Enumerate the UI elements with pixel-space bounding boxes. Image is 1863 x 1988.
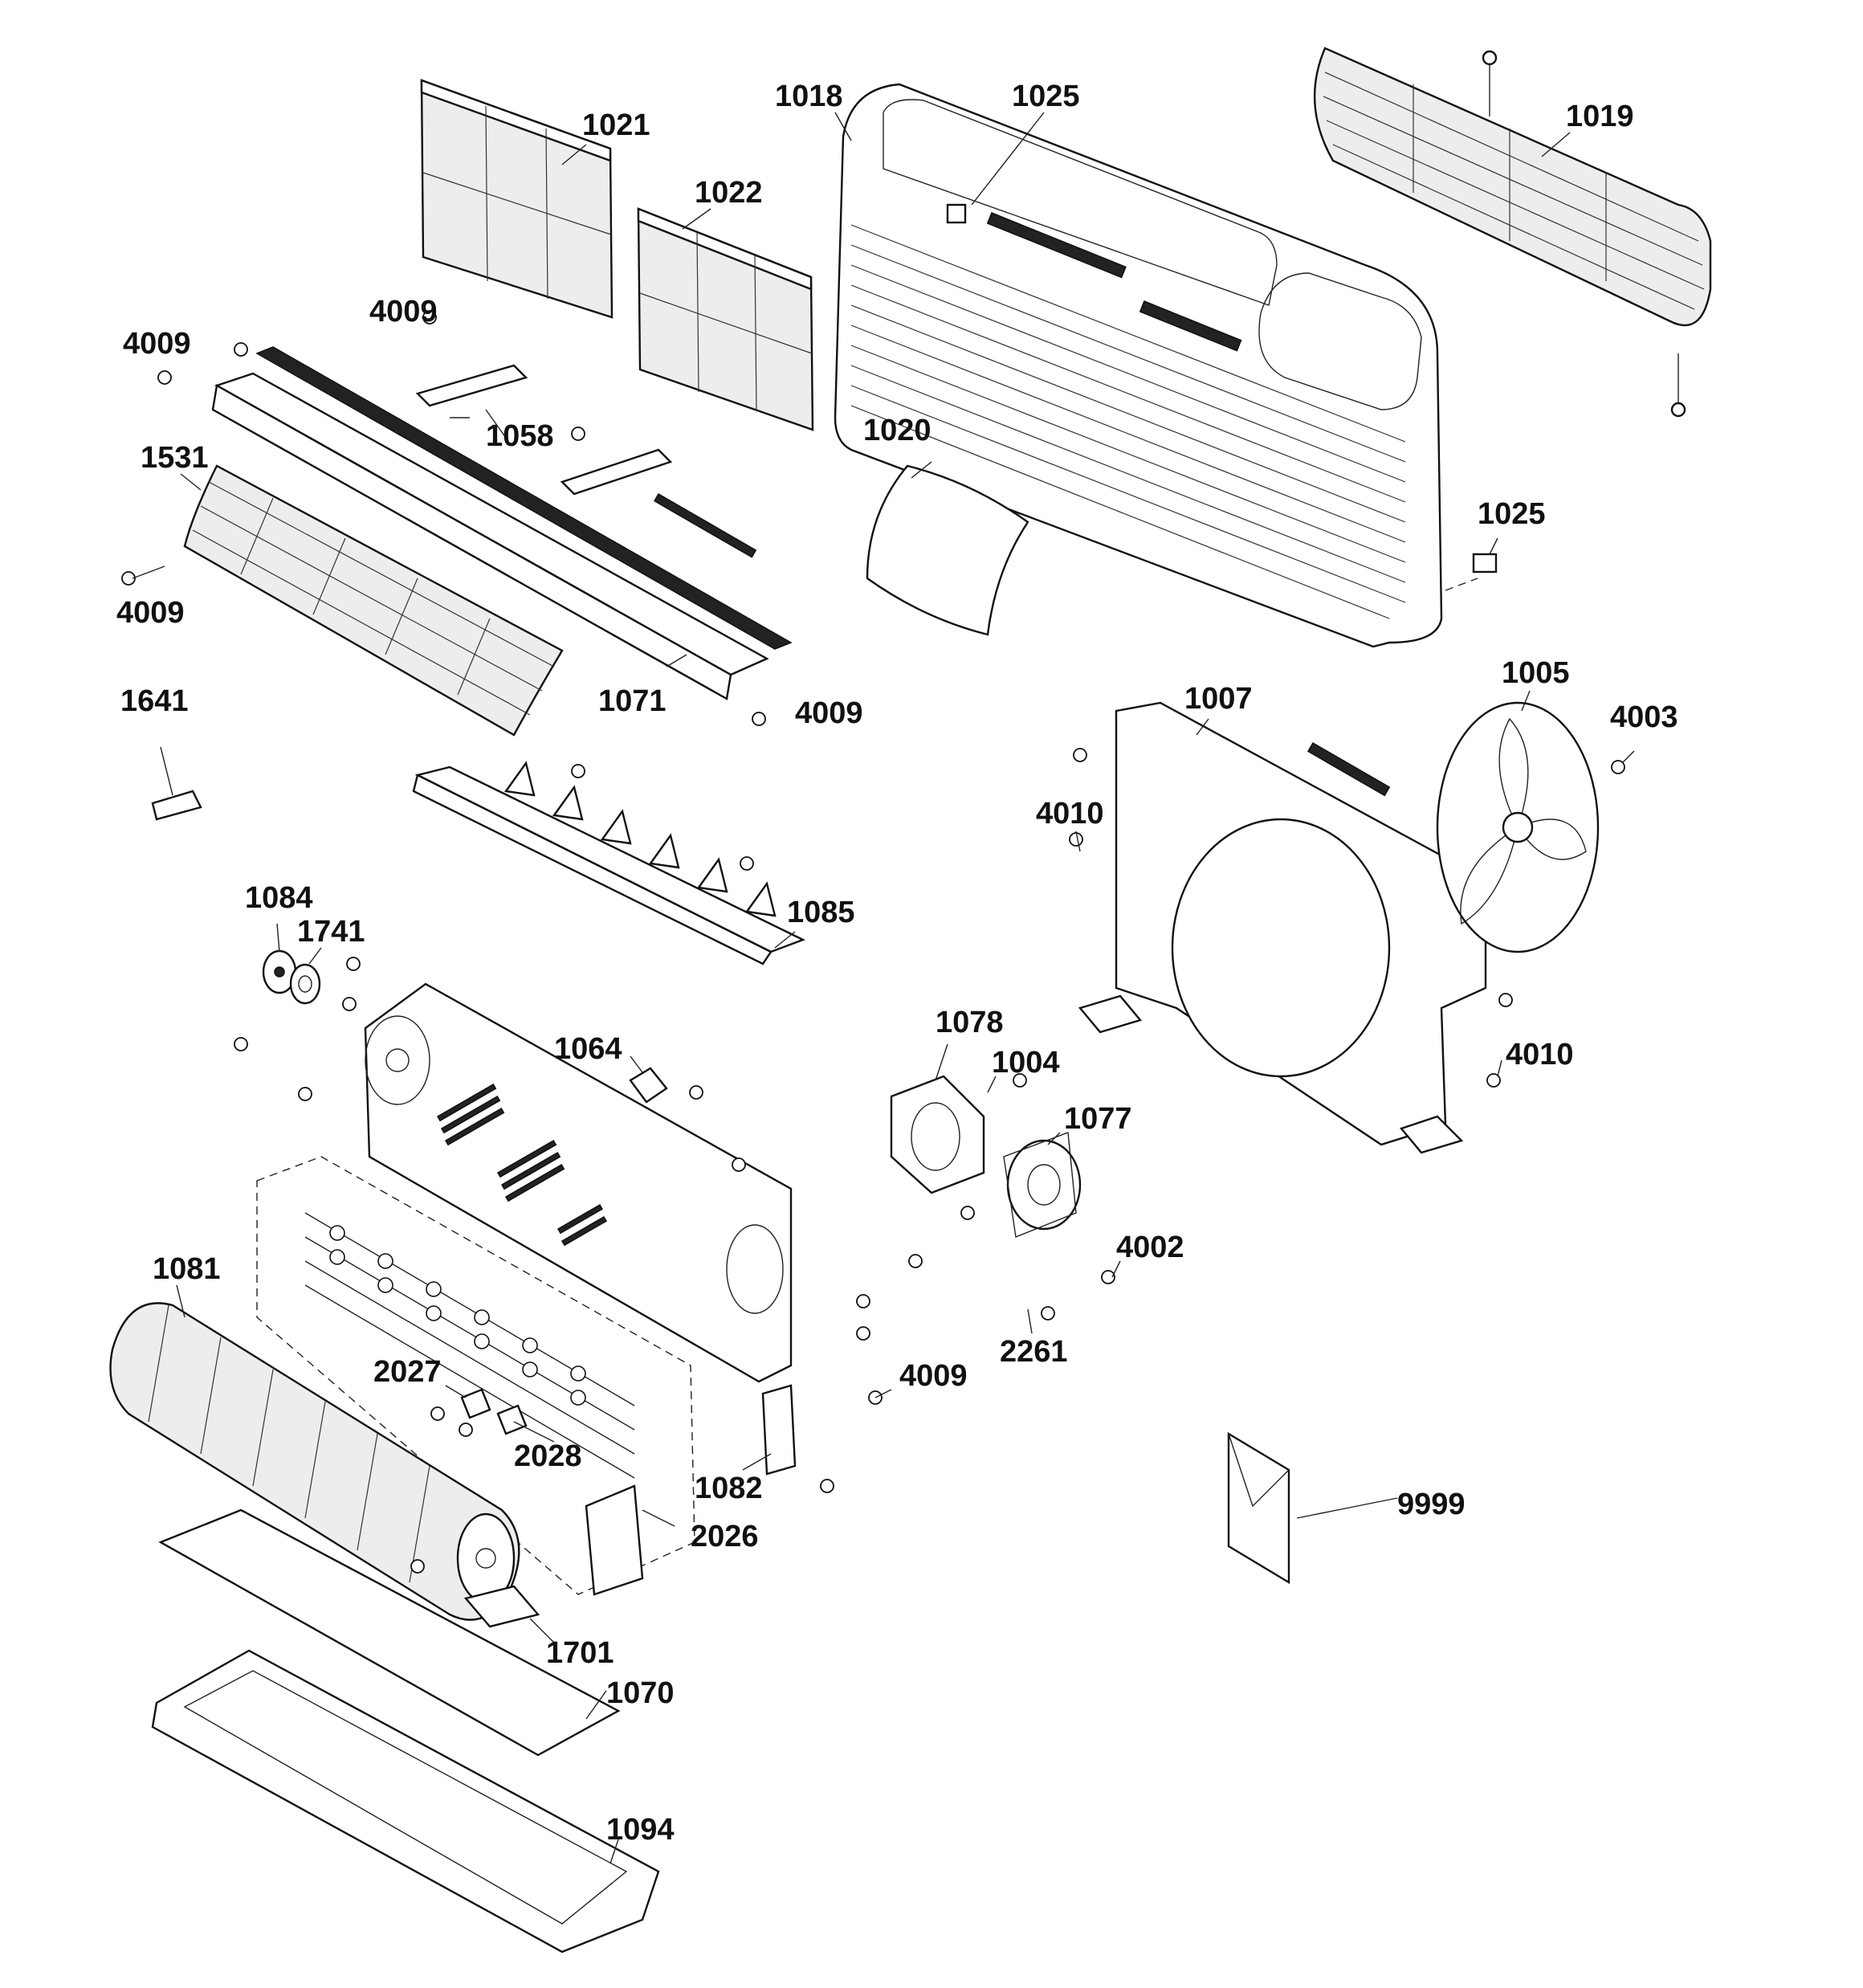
callout-labels: 1021 1022 1018 1025 1019 4009 4009 1058 … [116,80,1678,1847]
callout-1085: 1085 [787,896,855,929]
callout-1077: 1077 [1064,1102,1132,1136]
callout-1531: 1531 [141,441,209,475]
screws [121,310,1625,1574]
callout-2027: 2027 [373,1355,442,1389]
callout-1641: 1641 [120,684,189,718]
part-1701 [463,1585,540,1628]
callout-1058: 1058 [486,419,554,453]
part-1025-clip-top [946,203,967,224]
callout-1094: 1094 [606,1813,675,1847]
part-1094-drain-pan [151,1649,660,1953]
callout-1078: 1078 [936,1006,1004,1039]
callout-1021: 1021 [582,108,650,142]
part-2026-heater [256,1156,695,1596]
part-1641 [151,790,202,821]
callout-1005: 1005 [1502,656,1570,690]
callout-1082: 1082 [695,1472,763,1505]
callout-1084: 1084 [245,881,313,915]
part-1025-clip-side [1472,553,1498,574]
callout-4010-upper: 4010 [1036,797,1104,831]
part-1021-filter [420,79,614,319]
part-2028-clip [496,1404,528,1435]
part-1085-louver [412,761,806,965]
callout-4009-lower-right: 4009 [899,1359,968,1393]
part-1019-outdoor-grille [1314,47,1712,418]
callout-1022: 1022 [695,176,763,210]
part-1022-filter [637,207,814,431]
callout-1025-top: 1025 [1012,80,1080,113]
part-1070-sheet [158,1508,621,1757]
part-1020-cover [866,464,1029,636]
callout-1081: 1081 [153,1252,221,1286]
callout-1741: 1741 [297,915,365,949]
part-1058-bracket [415,364,673,496]
callout-2026: 2026 [691,1520,759,1553]
callout-1070: 1070 [606,1676,675,1710]
callout-1701: 1701 [546,1636,614,1670]
callout-1071: 1071 [598,684,667,718]
part-1018-cabinet-front [834,83,1443,648]
callout-2261: 2261 [1000,1335,1068,1369]
part-1077-motor [1003,1132,1082,1238]
part-1005-fan-blade [1436,701,1600,953]
part-9999-literature [1227,1431,1290,1585]
leader-lines [132,112,1635,1864]
callout-4009-left: 4009 [123,327,191,361]
callout-1004: 1004 [992,1046,1060,1080]
part-1064 [629,1067,668,1104]
callout-1019: 1019 [1566,100,1634,133]
callout-4009-upper: 4009 [369,295,438,329]
part-1531-screen [183,464,564,737]
part-1007-shroud [1078,701,1487,1154]
part-1082-bracket [761,1384,797,1476]
callout-1025-side: 1025 [1478,497,1546,531]
part-2027-clip [460,1388,491,1419]
part-1741-bearing [289,963,321,1005]
callout-4002: 4002 [1116,1231,1184,1264]
callout-4010-lower: 4010 [1506,1038,1574,1072]
callout-4009-lower-left: 4009 [116,596,185,630]
callout-2028: 2028 [514,1439,582,1473]
callout-4003: 4003 [1610,700,1678,734]
part-1071-top-rail [211,346,793,700]
callout-1018: 1018 [775,80,843,113]
part-bulkhead [364,982,793,1383]
callout-1007: 1007 [1184,682,1253,716]
callout-1020: 1020 [863,414,932,447]
callout-4009-rail: 4009 [795,696,863,730]
part-1078-motor-mount [890,1075,985,1194]
callout-1064: 1064 [554,1032,622,1066]
callout-9999: 9999 [1397,1488,1466,1521]
